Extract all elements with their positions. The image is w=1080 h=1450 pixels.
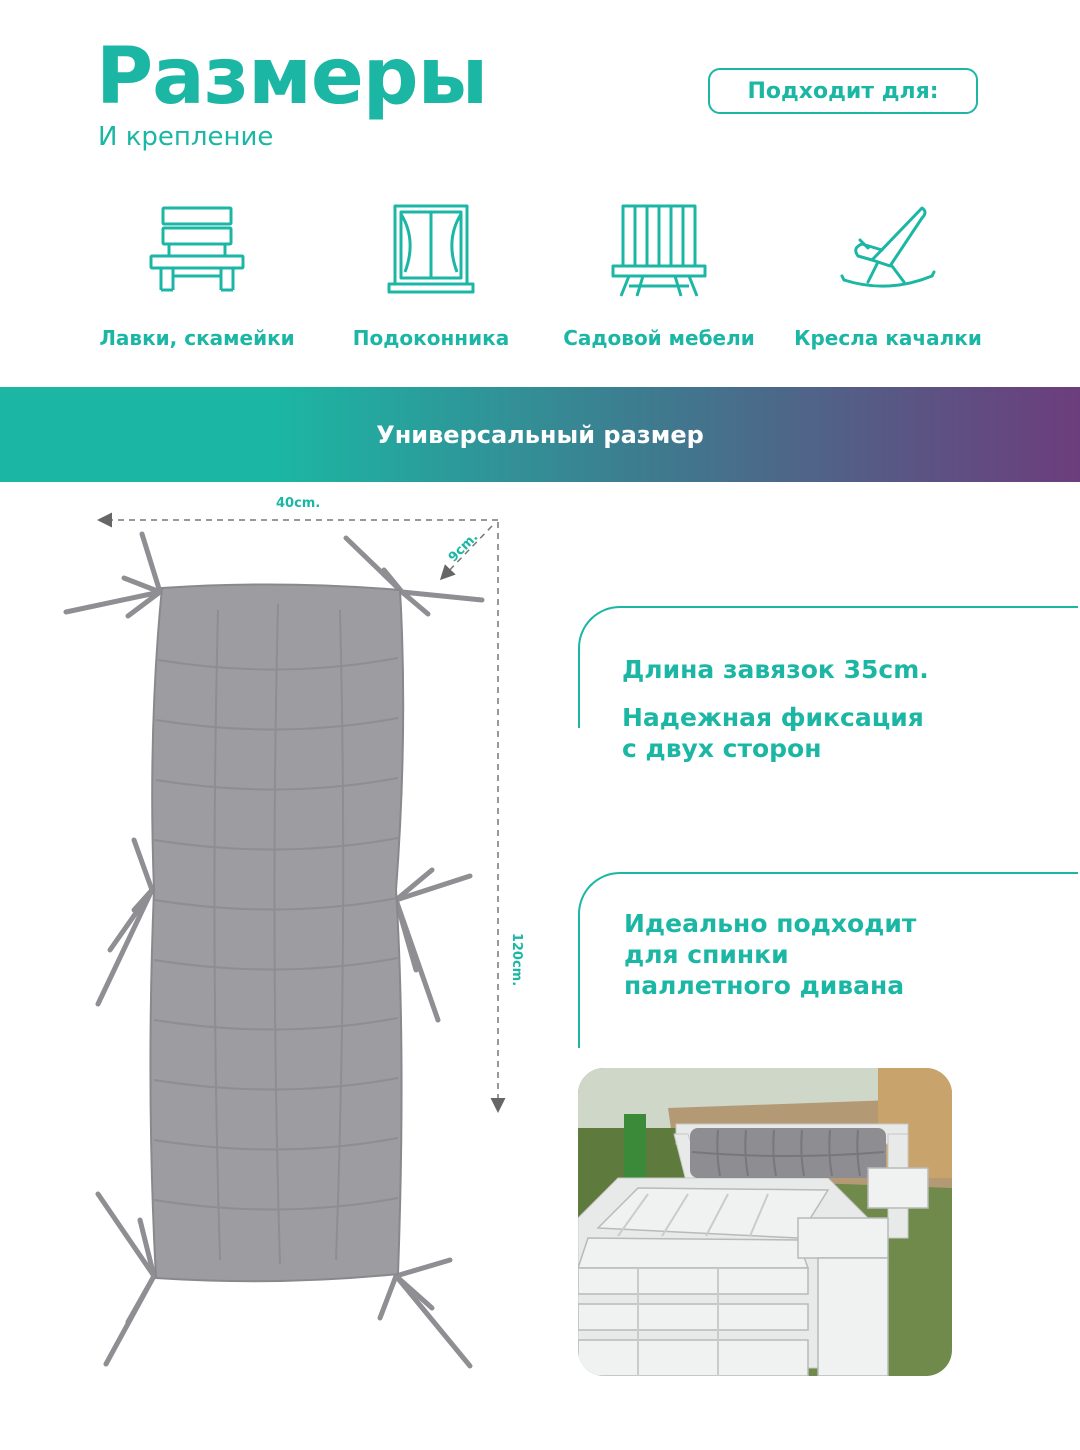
usage-label-rocking-chair: Кресла качалки	[794, 326, 982, 350]
usage-garden: Садовой мебели	[549, 200, 769, 350]
fixation-line1: Надежная фиксация	[622, 703, 924, 732]
cushion-tufts	[153, 603, 399, 1265]
cushion-ties	[63, 531, 485, 1369]
usage-label-bench: Лавки, скамейки	[99, 326, 295, 350]
usage-label-window: Подоконника	[352, 326, 510, 350]
pallet-line2: для спинки	[624, 940, 789, 969]
fixation-line2: с двух сторон	[622, 734, 822, 763]
pallet-line3: паллетного дивана	[624, 971, 905, 1000]
pallet-info-card	[578, 872, 1078, 1048]
garden-furniture-icon	[611, 204, 707, 297]
usage-rocking-chair: Кресла качалки	[778, 200, 998, 350]
banner-text: Универсальный размер	[376, 420, 704, 449]
length-label: 120cm.	[509, 932, 525, 987]
suits-for-badge: Подходит для:	[708, 68, 978, 114]
page-title: Размеры	[96, 32, 488, 122]
pallet-line1: Идеально подходит	[624, 909, 917, 938]
rocking-chair-icon	[840, 206, 936, 288]
universal-size-banner: Универсальный размер	[0, 387, 1080, 482]
usage-label-garden: Садовой мебели	[563, 326, 755, 350]
ties-info-card	[578, 606, 1078, 728]
cushion-image	[63, 531, 485, 1369]
width-label: 40cm.	[276, 496, 321, 511]
thickness-line	[439, 525, 493, 581]
tie-length-text: Длина завязок 35cm.	[622, 655, 929, 684]
page-subtitle: И крепление	[98, 122, 274, 152]
usage-bench: Лавки, скамейки	[87, 200, 307, 350]
suits-for-label: Подходит для:	[747, 78, 939, 104]
bench-icon	[149, 206, 245, 292]
pallet-sofa-photo	[578, 1068, 952, 1376]
window-icon	[387, 204, 475, 294]
dimension-lines	[97, 512, 506, 1113]
usage-window: Подоконника	[321, 200, 541, 350]
